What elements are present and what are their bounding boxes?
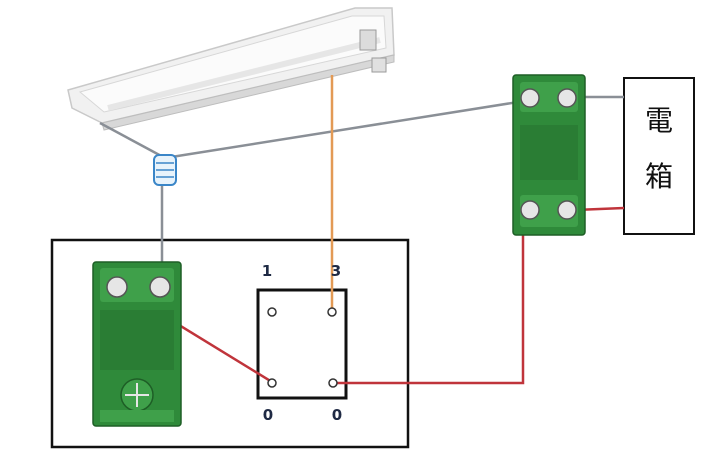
wire-connector-icon bbox=[153, 154, 177, 186]
gray-wire-connector-to-light bbox=[99, 121, 166, 160]
terminal-0-left-point bbox=[267, 378, 277, 388]
panel-side-switch bbox=[512, 74, 586, 236]
terminal-3-point bbox=[327, 307, 337, 317]
red-wire-switch-to-terminal0 bbox=[333, 210, 525, 385]
box-side-switch bbox=[92, 261, 182, 427]
terminal-label-3: 3 bbox=[331, 262, 341, 280]
gray-wire-switch-to-connector bbox=[164, 100, 519, 160]
terminal-label-0-left: 0 bbox=[263, 406, 273, 424]
distribution-panel bbox=[623, 77, 695, 235]
switch-box-frame bbox=[50, 238, 410, 449]
terminal-0-right-point bbox=[328, 378, 338, 388]
panel-label-line1: 電 bbox=[645, 104, 673, 137]
terminal-label-0-right: 0 bbox=[332, 406, 342, 424]
fluorescent-light-fixture bbox=[67, 7, 395, 131]
terminal-1-point bbox=[267, 307, 277, 317]
panel-label-line2: 箱 bbox=[645, 160, 673, 193]
terminal-label-1: 1 bbox=[262, 262, 272, 280]
